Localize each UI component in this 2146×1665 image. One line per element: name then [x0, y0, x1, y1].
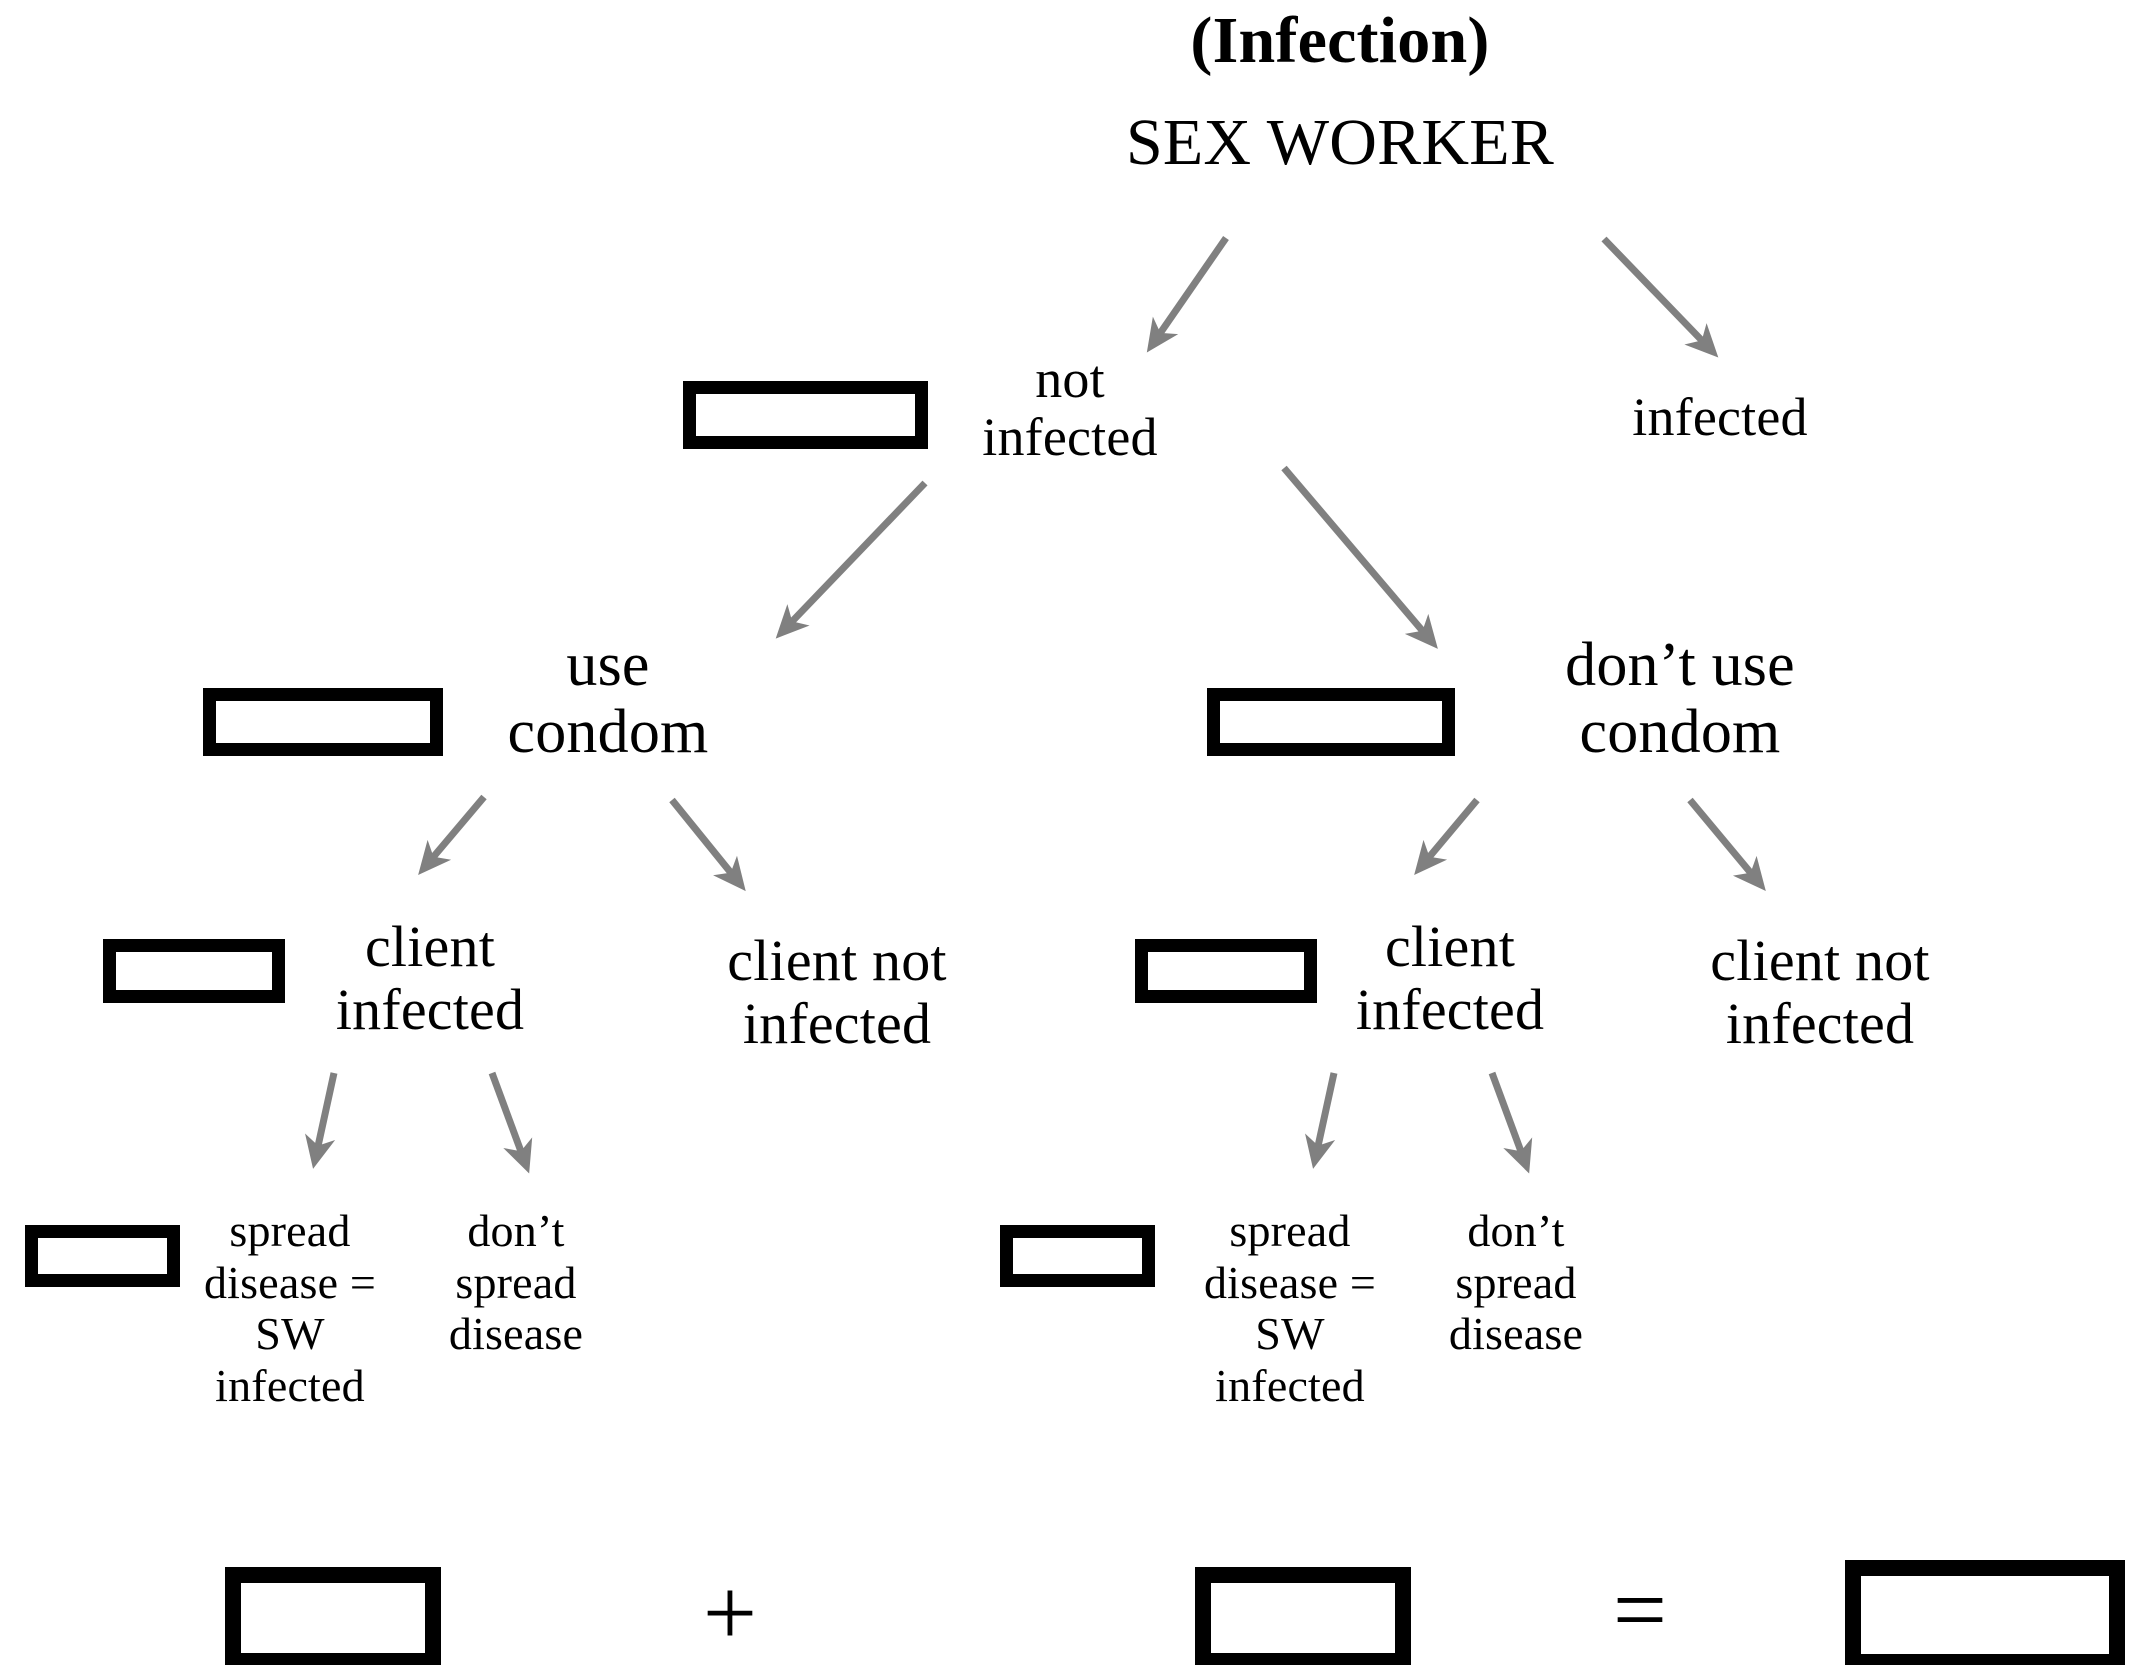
- arrow-client-infected-right-to-spread: [1305, 1072, 1338, 1169]
- node-spread-disease-left: spread disease = SW infected: [203, 1205, 377, 1411]
- node-dont-spread-disease-right: don’t spread disease: [1448, 1205, 1584, 1360]
- arrow-root-to-infected: [1601, 236, 1719, 358]
- placeholder-box-client-infected-left[interactable]: [103, 939, 285, 1003]
- operator-plus: +: [702, 1559, 758, 1665]
- arrow-not-infected-to-use-condom: [775, 480, 928, 639]
- placeholder-box-dont-use-condom[interactable]: [1207, 688, 1455, 756]
- arrow-dont-use-condom-to-client-not-infected: [1687, 797, 1766, 891]
- placeholder-box-use-condom[interactable]: [203, 688, 443, 756]
- node-use-condom: use condom: [507, 631, 709, 766]
- arrow-use-condom-to-client-infected: [418, 794, 487, 875]
- placeholder-box-client-infected-right[interactable]: [1135, 939, 1317, 1003]
- placeholder-box-spread-right[interactable]: [1000, 1225, 1155, 1287]
- node-dont-use-condom: don’t use condom: [1565, 631, 1795, 766]
- node-not-infected: not infected: [982, 349, 1158, 468]
- node-client-not-infected-left: client not infected: [727, 928, 947, 1056]
- arrow-client-infected-left-to-spread: [305, 1072, 338, 1169]
- arrow-root-to-not-infected: [1146, 236, 1229, 353]
- node-client-not-infected-right: client not infected: [1710, 928, 1930, 1056]
- arrow-not-infected-to-dont-use-condom: [1281, 465, 1438, 649]
- equation-box-1[interactable]: [225, 1567, 441, 1665]
- arrow-dont-use-condom-to-client-infected: [1414, 797, 1480, 875]
- equation-box-result[interactable]: [1845, 1560, 2125, 1665]
- node-spread-disease-right: spread disease = SW infected: [1203, 1205, 1377, 1411]
- arrow-client-infected-left-to-dont-spread: [488, 1071, 533, 1174]
- node-dont-spread-disease-left: don’t spread disease: [448, 1205, 584, 1360]
- operator-equals: =: [1612, 1556, 1668, 1663]
- equation-box-2[interactable]: [1195, 1567, 1411, 1665]
- node-client-infected-left: client infected: [335, 914, 525, 1042]
- page-title-infection: (Infection): [1190, 4, 1490, 77]
- placeholder-box-spread-left[interactable]: [25, 1225, 180, 1287]
- arrow-use-condom-to-client-not-infected: [669, 797, 746, 892]
- page-title-sex-worker: SEX WORKER: [1126, 106, 1554, 179]
- arrow-client-infected-right-to-dont-spread: [1488, 1071, 1533, 1174]
- node-infected: infected: [1632, 387, 1808, 447]
- node-client-infected-right: client infected: [1355, 914, 1545, 1042]
- placeholder-box-not-infected[interactable]: [683, 381, 928, 449]
